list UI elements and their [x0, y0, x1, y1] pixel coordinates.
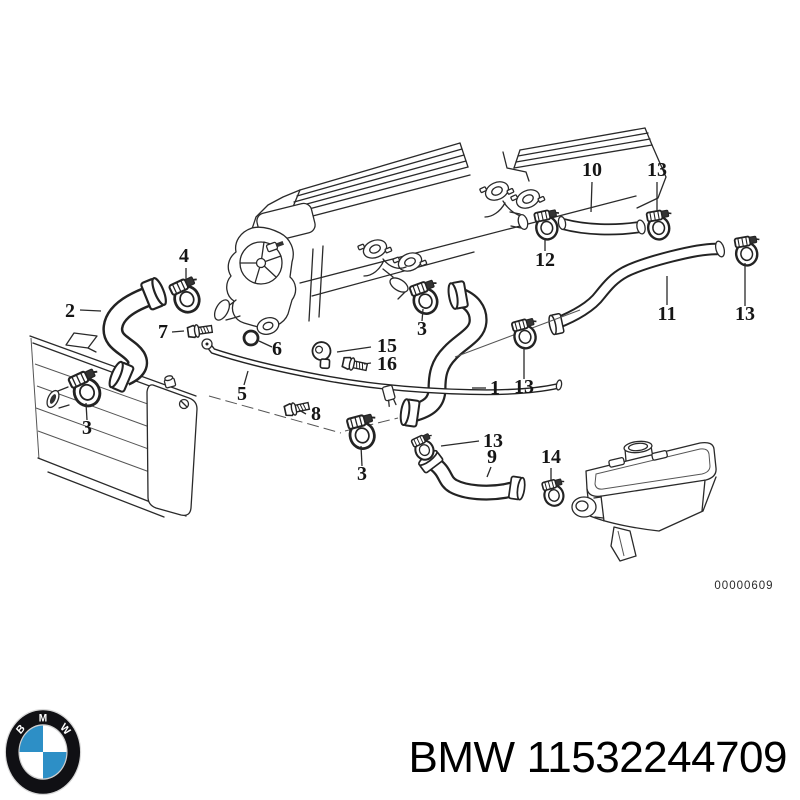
bolt-icon: [341, 355, 369, 374]
hose-clamp-icon: [732, 233, 765, 269]
bolt-icon: [186, 321, 214, 340]
callout-number-11: 11: [658, 303, 677, 325]
callout-leader-line: [85, 402, 88, 421]
callout-leader-line: [440, 440, 480, 447]
callout-leader-line: [421, 308, 424, 322]
callout-number-3: 3: [82, 417, 92, 439]
callout-number-13: 13: [514, 376, 534, 398]
callout-number-5: 5: [237, 383, 247, 405]
expansion-tank-drawing: [571, 440, 717, 562]
callout-number-4: 4: [179, 245, 189, 267]
hose-clamp-icon: [344, 410, 384, 453]
temperature-sensor-icon: [309, 339, 336, 373]
callout-number-9: 9: [487, 446, 497, 468]
hose-clamp-icon: [166, 272, 210, 318]
o-ring-icon: [242, 329, 260, 347]
engine-drawing: [213, 127, 667, 335]
callout-number-7: 7: [158, 321, 168, 343]
hoses-drawing: [102, 215, 726, 501]
callout-number-12: 12: [535, 249, 555, 271]
callout-number-13: 13: [483, 430, 503, 452]
hose-clamp-icon: [644, 207, 677, 243]
callout-leader-line: [171, 330, 185, 333]
callout-leader-line: [336, 346, 372, 353]
hose-clamp-icon: [539, 476, 571, 510]
callout-leader-line: [79, 309, 102, 312]
callout-number-16: 16: [377, 353, 397, 375]
diagram-code: 00000609: [714, 580, 773, 592]
brand-text: BMW: [408, 733, 516, 782]
part-number-text: 11532244709: [526, 733, 788, 782]
callout-number-8: 8: [311, 403, 321, 425]
bmw-logo-icon: B M W: [4, 708, 82, 796]
callout-number-13: 13: [735, 303, 755, 325]
callout-number-15: 15: [377, 335, 397, 357]
radiator-drawing: [29, 332, 198, 518]
callout-leader-line: [258, 340, 273, 348]
callout-number-2: 2: [65, 300, 75, 322]
logo-letter-m: M: [39, 712, 47, 725]
callout-number-10: 10: [582, 159, 602, 181]
callout-leader-line: [298, 409, 307, 415]
callout-number-3: 3: [357, 463, 367, 485]
callout-leader-line: [360, 445, 363, 467]
callout-number-1: 1: [490, 377, 500, 399]
callout-number-6: 6: [272, 338, 282, 360]
pipe-bracket: [381, 384, 397, 408]
callout-number-13: 13: [647, 159, 667, 181]
callout-number-14: 14: [541, 446, 561, 468]
callout-leader-line: [243, 370, 249, 386]
callout-leader-line: [363, 362, 372, 365]
callout-leader-line: [590, 181, 593, 213]
bolt-icon: [283, 399, 311, 418]
callout-leader-line: [486, 466, 492, 478]
hose-clamp-icon: [509, 315, 544, 352]
callout-number-3: 3: [417, 318, 427, 340]
hose-clamp-icon: [406, 276, 447, 319]
